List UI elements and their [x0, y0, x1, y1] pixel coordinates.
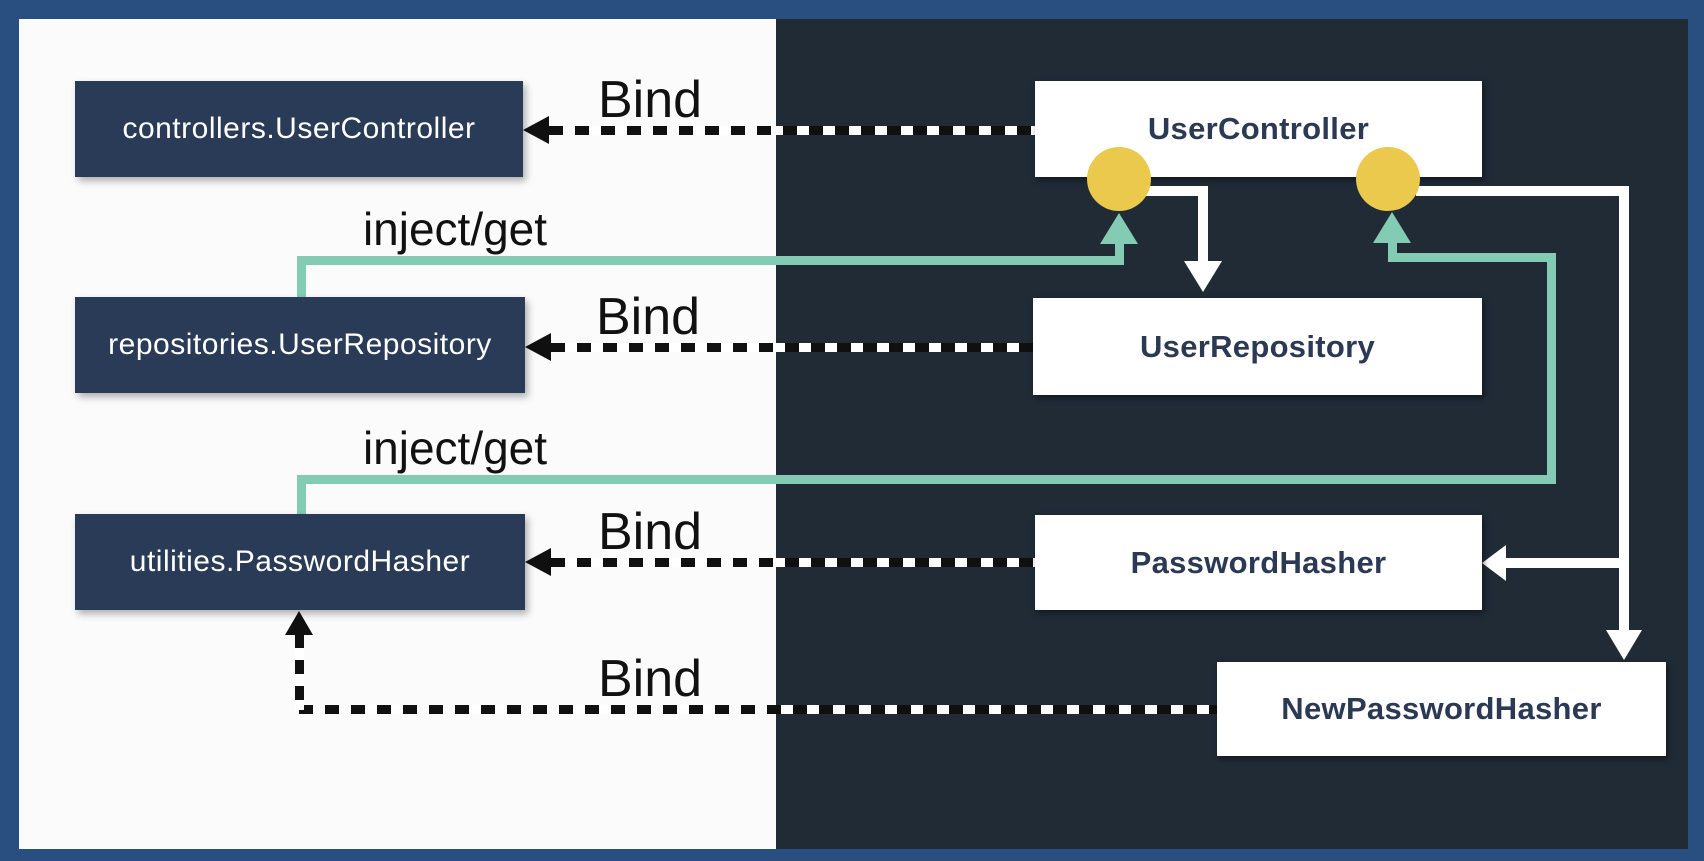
- inject-arrow-2-arrowhead-icon: [1373, 212, 1411, 243]
- bind-arrow-2-arrowhead-icon: [525, 333, 551, 361]
- binding-box-label: utilities.PasswordHasher: [129, 545, 471, 578]
- inject-arrow-2-segment: [1547, 253, 1556, 484]
- inject-arrow-1-segment: [1115, 243, 1124, 265]
- bind-arrow-2-line: [551, 343, 1033, 352]
- bind-arrow-3-line: [551, 558, 1035, 567]
- injection-marker-icon: [1356, 147, 1420, 211]
- bind-arrow-4-line: [299, 705, 1217, 714]
- inject-arrow-1-segment: [297, 256, 1124, 265]
- dependency-arrow-userrepository-arrowhead-icon: [1184, 261, 1222, 292]
- dependency-arrow-passwordhasher-segment: [1506, 558, 1629, 568]
- bind-label-2: Bind: [595, 288, 701, 346]
- dependency-arrow-userrepository-segment: [1145, 186, 1208, 196]
- class-box-userrepository: UserRepository: [1033, 298, 1482, 395]
- dependency-arrow-passwordhasher-segment: [1416, 186, 1629, 196]
- inject-get-label-1: inject/get: [362, 203, 548, 255]
- bind-arrow-1-arrowhead-icon: [523, 116, 549, 144]
- bind-arrow-4-arrowhead-icon: [285, 611, 313, 635]
- inject-arrow-1-arrowhead-icon: [1100, 213, 1138, 244]
- inject-arrow-2-segment: [297, 475, 1556, 484]
- class-box-passwordhasher: PasswordHasher: [1035, 515, 1482, 610]
- bind-arrow-1-line: [549, 126, 1035, 135]
- class-box-label: PasswordHasher: [1130, 544, 1387, 580]
- bind-arrow-4-line: [295, 634, 304, 710]
- bind-label-3: Bind: [597, 503, 703, 561]
- bind-label-1: Bind: [597, 71, 703, 129]
- inject-arrow-2-segment: [1388, 243, 1397, 257]
- dependency-arrow-passwordhasher-segment: [1619, 186, 1629, 632]
- bind-label-4: Bind: [597, 650, 703, 708]
- class-box-label: UserRepository: [1139, 328, 1376, 364]
- binding-box-repositories-userrepository: repositories.UserRepository: [75, 297, 525, 393]
- dependency-arrow-passwordhasher-arrowhead-icon: [1482, 545, 1506, 581]
- inject-get-label-2: inject/get: [362, 422, 548, 474]
- injection-marker-icon: [1087, 147, 1151, 211]
- inject-arrow-1-segment: [297, 261, 306, 297]
- inject-arrow-2-segment: [297, 479, 306, 514]
- binding-box-controllers-usercontroller: controllers.UserController: [75, 81, 523, 177]
- binding-box-utilities-passwordhasher: utilities.PasswordHasher: [75, 514, 525, 610]
- binding-box-label: controllers.UserController: [122, 112, 476, 145]
- bind-arrow-3-arrowhead-icon: [525, 548, 551, 576]
- dependency-arrow-newpasswordhasher-arrowhead-icon: [1606, 630, 1642, 660]
- class-box-newpasswordhasher: NewPasswordHasher: [1217, 662, 1666, 756]
- dependency-arrow-userrepository-segment: [1198, 186, 1208, 262]
- binding-box-label: repositories.UserRepository: [108, 328, 492, 361]
- class-box-label: NewPasswordHasher: [1281, 691, 1602, 726]
- class-box-label: UserController: [1147, 111, 1370, 146]
- inject-arrow-2-segment: [1388, 253, 1556, 262]
